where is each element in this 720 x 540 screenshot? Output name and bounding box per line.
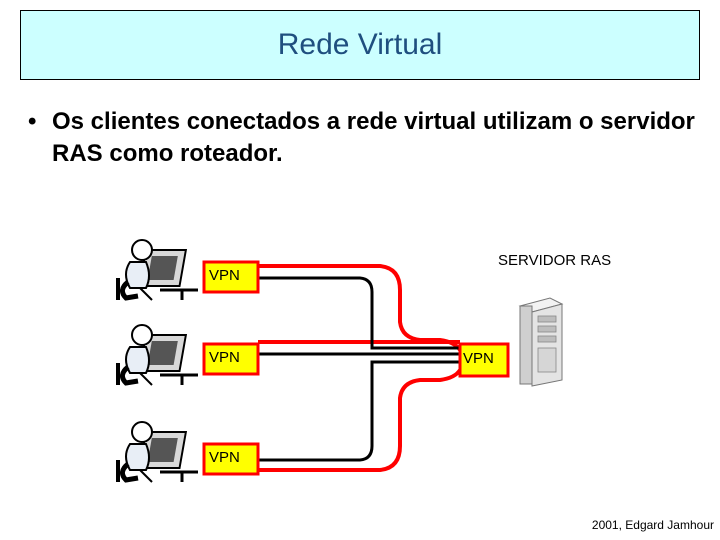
server-tower-icon bbox=[518, 297, 564, 387]
bullet-point: • Os clientes conectados a rede virtual … bbox=[28, 106, 698, 170]
vpn-box-server bbox=[458, 342, 510, 378]
user-at-computer-icon bbox=[116, 421, 198, 483]
link-3 bbox=[258, 360, 460, 462]
bullet-text: Os clientes conectados a rede virtual ut… bbox=[52, 108, 695, 167]
vpn-box-client-3 bbox=[202, 442, 260, 476]
link-1 bbox=[258, 276, 460, 350]
vpn-label-client-1: VPN bbox=[209, 267, 240, 284]
server-label: SERVIDOR RAS bbox=[498, 252, 612, 269]
vpn-label-client-2: VPN bbox=[209, 349, 240, 366]
bullet-marker: • bbox=[28, 108, 37, 135]
slide-title: Rede Virtual bbox=[277, 28, 443, 61]
footer-credit: 2001, Edgard Jamhour bbox=[591, 518, 714, 532]
vpn-tunnel-3 bbox=[258, 368, 462, 472]
title-banner: Rede Virtual bbox=[20, 10, 700, 80]
vpn-label-server: VPN bbox=[463, 350, 494, 367]
vpn-box-client-1 bbox=[202, 260, 260, 294]
vpn-box-client-2 bbox=[202, 342, 260, 376]
user-at-computer-icon bbox=[116, 324, 198, 386]
user-at-computer-icon bbox=[116, 239, 198, 301]
vpn-label-client-3: VPN bbox=[209, 449, 240, 466]
